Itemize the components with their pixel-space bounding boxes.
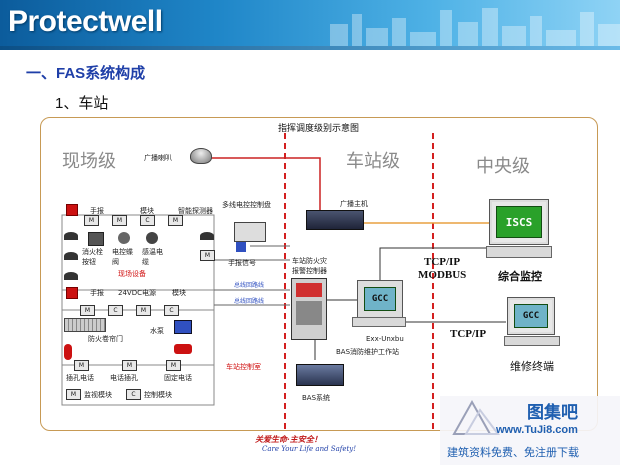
- electric-valve-label: 电控蝶阀: [112, 248, 133, 266]
- legend-monitor-module-icon: M: [66, 389, 81, 400]
- module-label-2: 模块: [172, 289, 186, 297]
- legend-monitor-label: 监视模块: [84, 391, 112, 399]
- fire-controller-label: 车站防火灾报警控制器: [292, 257, 327, 275]
- control-module-icon: C: [140, 215, 155, 226]
- broadcast-host-icon: [306, 210, 364, 230]
- legend-control-label: 控制模块: [144, 391, 172, 399]
- monitor-module-icon: M: [122, 360, 137, 371]
- detector-icon: [64, 272, 78, 280]
- footer-slogan: 关爱生命·主安全！: [255, 434, 322, 444]
- tcp-modbus-label-2: MODBUS: [418, 269, 467, 281]
- linkage-panel-icon: [234, 222, 266, 242]
- diagram-title: 指挥调度级别示意图: [278, 124, 360, 134]
- monitor-module-icon: M: [112, 215, 127, 226]
- speaker-icon: [190, 148, 212, 164]
- monitor-module-icon: M: [136, 305, 151, 316]
- section-title: 一、FAS系统构成: [26, 65, 146, 82]
- bus-loop-label-2: 总线回路线: [234, 298, 265, 305]
- detector-icon: [64, 232, 78, 240]
- monitor-module-icon: M: [200, 250, 215, 261]
- monitor-module-icon: M: [74, 360, 89, 371]
- module-label: 模块: [140, 207, 154, 215]
- maintenance-terminal-label: 维修终端: [510, 361, 554, 373]
- bas-system-label: BAS系统: [302, 394, 331, 402]
- gcc-sub-label: Exx-Unxbu: [366, 335, 404, 343]
- control-module-icon: C: [108, 305, 123, 316]
- control-module-icon: C: [164, 305, 179, 316]
- gcc-screen: GCC: [364, 287, 396, 311]
- manual-call-point-icon: [66, 287, 78, 299]
- zone-central-label: 中央级: [476, 156, 530, 177]
- maintenance-screen: GCC: [514, 304, 548, 328]
- watermark-url[interactable]: www.TuJi8.com: [496, 424, 578, 436]
- valve-icon: [118, 232, 130, 244]
- fire-shutter-icon: [64, 318, 106, 332]
- tcp-label: TCP/IP: [450, 328, 487, 340]
- tcp-modbus-label-1: TCP/IP: [424, 256, 461, 268]
- detector-icon: [64, 252, 78, 260]
- monitor-module-icon: M: [80, 305, 95, 316]
- bas-workstation-label: BAS消防维护工作站: [336, 348, 400, 356]
- iscs-monitor: ISCS: [486, 200, 552, 260]
- zone-divider-left: [284, 133, 286, 429]
- fire-linkage-label: 手报信号: [228, 259, 256, 267]
- footer-slogan-en: Care Your Life and Safety!: [262, 445, 357, 453]
- manual-call-label-1: 手报: [90, 207, 104, 215]
- phone-icon: [64, 344, 72, 360]
- gcc-workstation: GCC: [352, 281, 406, 327]
- fire-hydrant-icon: [236, 242, 246, 252]
- hydrant-button-label: 消火栓按钮: [82, 248, 103, 266]
- manual-call-label-2: 手报: [90, 289, 104, 297]
- dc24-label: 24VDC电源: [118, 289, 156, 297]
- integrated-monitor-label: 综合监控: [498, 271, 542, 283]
- bas-device-icon: [296, 364, 344, 386]
- fixed-phone-label: 固定电话: [164, 374, 192, 382]
- linkage-panel-label: 多线电控控制盘: [222, 201, 271, 209]
- iscs-screen: ISCS: [496, 206, 542, 238]
- temp-cable-label: 感温电缆: [142, 248, 163, 266]
- phone-jack-label: 电话插孔: [110, 374, 138, 382]
- field-device-label: 现场设备: [118, 270, 146, 278]
- header-divider: [0, 46, 620, 50]
- station-control-room-label: 车站控制室: [226, 363, 261, 371]
- monitor-module-icon: M: [168, 215, 183, 226]
- zone-station-label: 车站级: [346, 151, 400, 172]
- broadcast-speaker-label: 广播喇叭: [144, 154, 172, 162]
- watermark-logo-icon: [452, 399, 500, 435]
- pump-label: 水泵: [150, 327, 164, 335]
- temp-cable-icon: [146, 232, 158, 244]
- zone-divider-right: [432, 133, 434, 429]
- pump-icon: [174, 320, 192, 334]
- jack-phone-label: 插孔电话: [66, 374, 94, 382]
- smart-detector-label: 智能探测器: [178, 207, 213, 215]
- broadcast-host-label: 广播主机: [340, 200, 368, 208]
- detector-icon: [200, 232, 214, 240]
- legend-control-module-icon: C: [126, 389, 141, 400]
- watermark-name: 图集吧: [527, 403, 578, 423]
- manual-call-point-icon: [66, 204, 78, 216]
- hydrant-button-icon: [88, 232, 104, 246]
- fixed-phone-icon: [174, 344, 192, 354]
- watermark-description: 建筑资料免费、免注册下载: [447, 446, 579, 459]
- maintenance-terminal: GCC: [504, 298, 560, 346]
- monitor-module-icon: M: [166, 360, 181, 371]
- monitor-module-icon: M: [84, 215, 99, 226]
- fire-controller-icon: [291, 278, 327, 340]
- brand-logo: Protectwell: [8, 5, 163, 38]
- bus-loop-label-1: 总线回路线: [234, 282, 265, 289]
- zone-field-label: 现场级: [62, 151, 116, 172]
- fire-shutter-label: 防火卷帘门: [88, 335, 123, 343]
- sub-title: 1、车站: [55, 95, 109, 112]
- header-banner: [0, 0, 620, 46]
